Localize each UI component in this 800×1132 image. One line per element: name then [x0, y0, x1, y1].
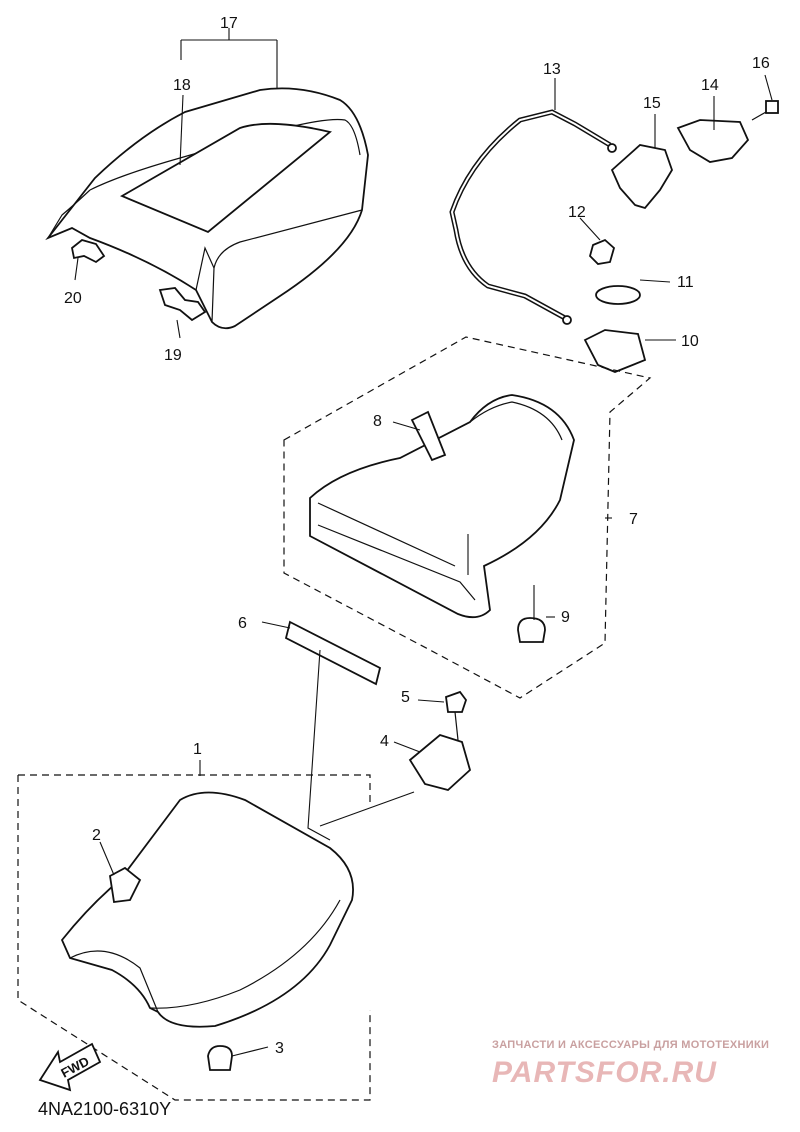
nut-12	[588, 238, 616, 265]
forward-direction-arrow: FWD	[38, 1042, 102, 1092]
lock-assembly-14	[676, 119, 750, 163]
callout-2: 2	[92, 827, 101, 844]
cowl-bracket-19	[158, 287, 207, 322]
damper-3	[207, 1045, 233, 1071]
callout-16: 16	[752, 55, 770, 72]
strap-2	[109, 866, 142, 904]
callout-9: 9	[561, 609, 570, 626]
screw-16	[751, 100, 779, 121]
callout-12: 12	[568, 204, 586, 221]
callout-3: 3	[275, 1040, 284, 1057]
strap-8	[410, 410, 447, 462]
lock-cable	[449, 109, 617, 325]
callout-18: 18	[173, 77, 191, 94]
bracket-10	[583, 329, 647, 373]
callout-5: 5	[401, 689, 410, 706]
front-seat-1	[60, 791, 354, 1028]
front-seat-group	[17, 774, 371, 1101]
watermark: ЗАПЧАСТИ И АКСЕССУАРЫ ДЛЯ МОТОТЕХНИКИ PA…	[492, 1039, 769, 1089]
callout-4: 4	[380, 733, 389, 750]
damper-9	[517, 617, 546, 643]
cowl-bracket-20	[71, 239, 106, 264]
callout-17: 17	[220, 15, 238, 32]
callout-15: 15	[643, 95, 661, 112]
callout-6: 6	[238, 615, 247, 632]
seat-hook-4	[408, 733, 472, 791]
leader-lines	[74, 28, 773, 1057]
lock-holder-15	[610, 144, 673, 210]
callout-11: 11	[677, 274, 694, 291]
watermark-tagline: ЗАПЧАСТИ И АКСЕССУАРЫ ДЛЯ МОТОТЕХНИКИ	[492, 1039, 769, 1051]
callout-labels: 17 18 20 19 13 15 14 16 12 11 10 8 7 9 6…	[64, 15, 770, 1057]
callout-10: 10	[681, 333, 699, 350]
callout-8: 8	[373, 413, 382, 430]
callout-1: 1	[193, 741, 202, 758]
plate-11	[595, 285, 641, 305]
callout-19: 19	[164, 347, 182, 364]
watermark-brand: PARTSFOR.RU	[492, 1056, 717, 1089]
rear-seat-7	[309, 394, 575, 619]
callout-20: 20	[64, 290, 82, 307]
callout-14: 14	[701, 77, 719, 94]
callout-7: 7	[629, 511, 638, 528]
bolt-5	[445, 690, 468, 741]
callout-13: 13	[543, 61, 561, 78]
drawing-code: 4NA2100-6310Y	[38, 1099, 171, 1119]
seat-cowl-pad	[119, 122, 332, 234]
strip-6	[284, 620, 382, 686]
